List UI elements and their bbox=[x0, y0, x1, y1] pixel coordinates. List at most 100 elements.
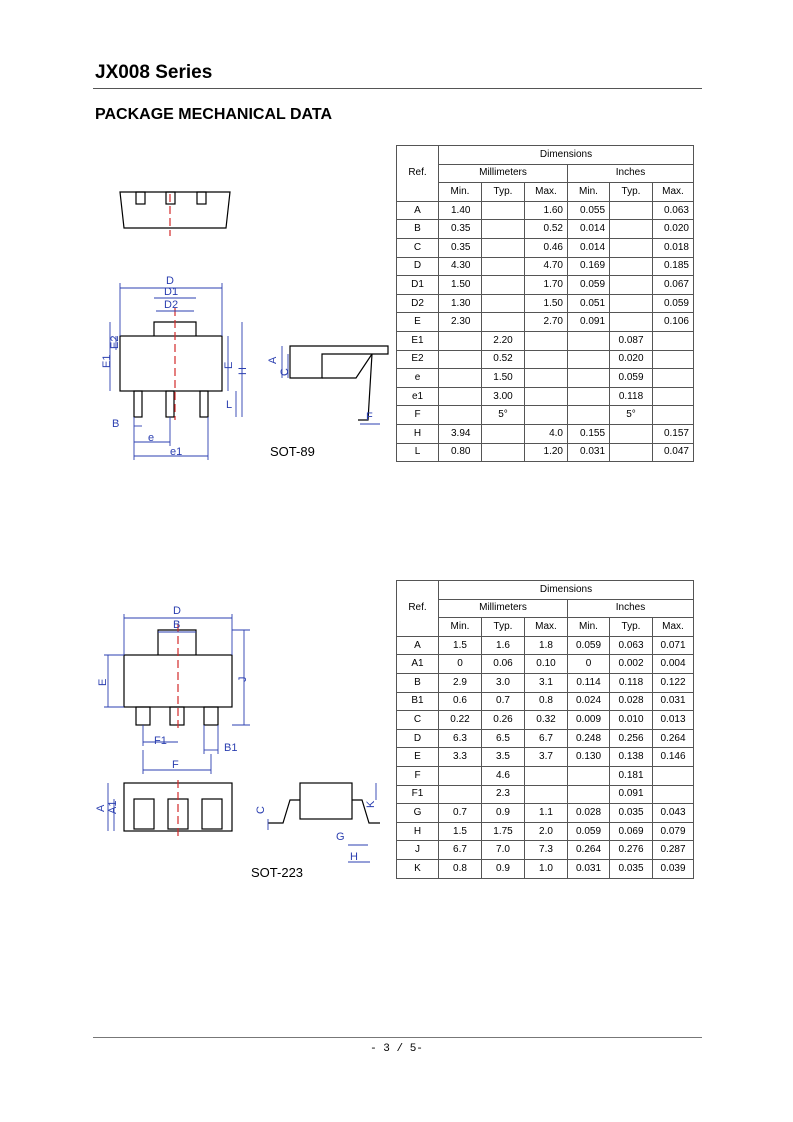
value-cell: 0.031 bbox=[567, 858, 610, 879]
value-cell: 0.059 bbox=[567, 635, 610, 656]
value-cell: 0.059 bbox=[609, 368, 653, 388]
value-cell: 0.118 bbox=[609, 386, 653, 407]
sot223-mm-header: Millimeters bbox=[438, 598, 568, 619]
sot223-label-f: F bbox=[172, 759, 179, 771]
sot89-col-min: Min. bbox=[438, 182, 482, 202]
value-cell: 0.52 bbox=[524, 219, 568, 239]
value-cell bbox=[609, 442, 653, 463]
value-cell: 1.6 bbox=[481, 635, 525, 656]
sot89-label-b: B bbox=[112, 418, 119, 430]
ref-cell: F bbox=[396, 405, 439, 425]
value-cell: 0.155 bbox=[567, 423, 610, 444]
value-cell: 4.6 bbox=[481, 765, 525, 786]
value-cell bbox=[481, 275, 525, 295]
sot223-col-min-in: Min. bbox=[567, 617, 610, 637]
sot89-col-typ-in: Typ. bbox=[609, 182, 653, 202]
value-cell: 0.52 bbox=[481, 349, 525, 370]
value-cell: 0.9 bbox=[481, 803, 525, 823]
sot89-label-d2: D2 bbox=[164, 299, 178, 311]
value-cell: 2.70 bbox=[524, 312, 568, 332]
value-cell: 0.118 bbox=[609, 672, 653, 693]
value-cell: 0.9 bbox=[481, 858, 525, 879]
value-cell: 2.9 bbox=[438, 672, 482, 693]
value-cell: 2.20 bbox=[481, 330, 525, 351]
sot89-label-l: L bbox=[226, 399, 232, 411]
value-cell: 0.80 bbox=[438, 442, 482, 463]
ref-cell: L bbox=[396, 442, 439, 463]
sot223-col-typ: Typ. bbox=[481, 617, 525, 637]
value-cell: 0.46 bbox=[524, 237, 568, 258]
sot223-label-f1: F1 bbox=[154, 735, 167, 747]
value-cell bbox=[652, 330, 694, 351]
value-cell: 4.0 bbox=[524, 423, 568, 444]
value-cell bbox=[567, 368, 610, 388]
value-cell: 0.028 bbox=[609, 691, 653, 712]
value-cell: 4.70 bbox=[524, 256, 568, 277]
sot89-label-e1: E1 bbox=[101, 355, 113, 368]
value-cell: 7.0 bbox=[481, 840, 525, 860]
value-cell bbox=[609, 423, 653, 444]
ref-cell: A bbox=[396, 635, 439, 656]
value-cell: 1.5 bbox=[438, 635, 482, 656]
sot223-label-g: G bbox=[336, 831, 345, 843]
value-cell bbox=[438, 368, 482, 388]
value-cell: 1.50 bbox=[524, 293, 568, 314]
ref-cell: K bbox=[396, 858, 439, 879]
value-cell: 4.30 bbox=[438, 256, 482, 277]
value-cell bbox=[609, 200, 653, 221]
value-cell: 1.70 bbox=[524, 275, 568, 295]
sot89-mm-header: Millimeters bbox=[438, 163, 568, 184]
ref-cell: H bbox=[396, 423, 439, 444]
value-cell bbox=[567, 405, 610, 425]
sot89-label-e2: E2 bbox=[109, 336, 121, 349]
value-cell: 0.248 bbox=[567, 728, 610, 749]
value-cell: 0.146 bbox=[652, 747, 694, 767]
value-cell bbox=[524, 386, 568, 407]
value-cell: 0.059 bbox=[567, 821, 610, 842]
value-cell: 0.287 bbox=[652, 840, 694, 860]
value-cell: 0.35 bbox=[438, 237, 482, 258]
value-cell: 0.020 bbox=[652, 219, 694, 239]
sot223-package-name: SOT-223 bbox=[251, 865, 304, 880]
value-cell: 1.30 bbox=[438, 293, 482, 314]
ref-cell: D1 bbox=[396, 275, 439, 295]
value-cell bbox=[481, 442, 525, 463]
sot89-package-name: SOT-89 bbox=[270, 444, 315, 459]
value-cell: 0.7 bbox=[438, 803, 482, 823]
value-cell: 0.8 bbox=[438, 858, 482, 879]
value-cell: 0.067 bbox=[652, 275, 694, 295]
value-cell: 0.031 bbox=[652, 691, 694, 712]
value-cell bbox=[609, 256, 653, 277]
ref-cell: C bbox=[396, 710, 439, 730]
value-cell: 3.0 bbox=[481, 672, 525, 693]
value-cell: 0.091 bbox=[567, 312, 610, 332]
value-cell: 2.0 bbox=[524, 821, 568, 842]
section-title: PACKAGE MECHANICAL DATA bbox=[95, 106, 333, 123]
value-cell bbox=[481, 200, 525, 221]
ref-cell: D bbox=[396, 728, 439, 749]
sot89-col-typ: Typ. bbox=[481, 182, 525, 202]
value-cell: 0.157 bbox=[652, 423, 694, 444]
value-cell: 0.122 bbox=[652, 672, 694, 693]
value-cell: 0.063 bbox=[609, 635, 653, 656]
value-cell bbox=[481, 256, 525, 277]
value-cell: 0.06 bbox=[481, 654, 525, 674]
value-cell: 0.32 bbox=[524, 710, 568, 730]
value-cell: 0.035 bbox=[609, 858, 653, 879]
value-cell: 2.30 bbox=[438, 312, 482, 332]
value-cell: 0 bbox=[438, 654, 482, 674]
sot89-label-c: C bbox=[279, 368, 291, 376]
ref-cell: C bbox=[396, 237, 439, 258]
sot223-label-k: K bbox=[365, 800, 377, 808]
ref-cell: E1 bbox=[396, 330, 439, 351]
value-cell bbox=[567, 349, 610, 370]
